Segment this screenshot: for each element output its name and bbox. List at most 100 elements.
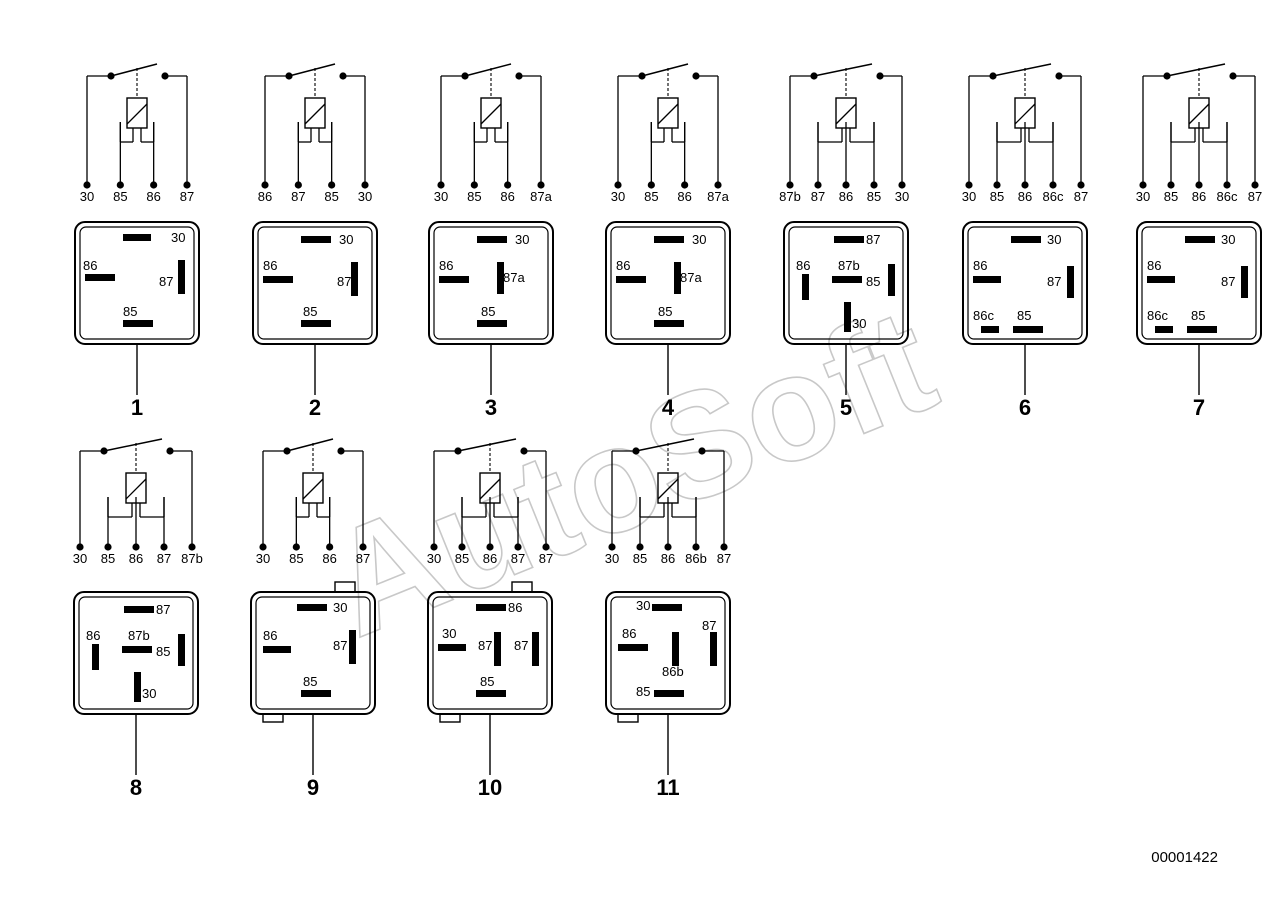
- socket-pin-label: 85: [636, 684, 650, 699]
- socket-pin-slot: [654, 320, 684, 327]
- relay-number-label: 7: [1193, 395, 1205, 420]
- schematic-pin-label: 30: [611, 189, 625, 204]
- socket-pin-slot: [654, 690, 684, 697]
- socket-pin-slot: [710, 632, 717, 666]
- schematic-pin-label: 85: [633, 551, 647, 566]
- schematic-pin-label: 87: [717, 551, 731, 566]
- socket-pin-slot: [301, 690, 331, 697]
- socket-pin-slot: [844, 302, 851, 332]
- wire: [479, 478, 501, 500]
- schematic-pin-label: 86: [322, 551, 336, 566]
- socket-pin-slot: [1013, 326, 1043, 333]
- wire: [457, 438, 517, 452]
- socket-inner-border: [79, 226, 195, 340]
- socket-pin-label: 30: [142, 686, 156, 701]
- schematic-pin-label: 85: [644, 189, 658, 204]
- relay-number-label: 6: [1019, 395, 1031, 420]
- socket-pin-slot: [1147, 276, 1175, 283]
- socket-pin-slot: [981, 326, 999, 333]
- terminal-dot: [542, 543, 550, 551]
- socket-pin-label: 86: [83, 258, 97, 273]
- coil-symbol: [304, 97, 326, 129]
- socket-pin-label: 85: [480, 674, 494, 689]
- reference-number: 00001422: [1151, 849, 1218, 866]
- wire: [813, 63, 873, 77]
- socket-pin-label: 87: [514, 638, 528, 653]
- socket-pin-label: 30: [339, 232, 353, 247]
- coil-symbol: [480, 97, 502, 129]
- wire: [286, 438, 334, 452]
- wire: [657, 478, 679, 500]
- schematic-pin-label: 30: [427, 551, 441, 566]
- schematic-pin-label: 87: [157, 551, 171, 566]
- schematic-pin-label: 87: [1248, 189, 1262, 204]
- wire: [126, 103, 148, 125]
- terminal-dot: [188, 543, 196, 551]
- socket-pin-slot: [85, 274, 115, 281]
- socket-pin-slot: [178, 634, 185, 666]
- terminal-dot: [160, 543, 168, 551]
- socket-pin-label: 87: [337, 274, 351, 289]
- socket-pin-label: 85: [658, 304, 672, 319]
- terminal-dot: [1251, 181, 1259, 189]
- socket-pin-slot: [497, 262, 504, 294]
- terminal-dot: [292, 543, 300, 551]
- schematic-pin-label: 87: [511, 551, 525, 566]
- wire: [657, 103, 679, 125]
- socket-pin-slot: [122, 646, 152, 653]
- schematic-pin-label: 85: [867, 189, 881, 204]
- socket-pin-slot: [672, 632, 679, 666]
- socket-pin-label: 86: [796, 258, 810, 273]
- socket-pin-slot: [477, 236, 507, 243]
- socket-inner-border: [788, 226, 904, 340]
- socket-pin-label: 86c: [1147, 308, 1168, 323]
- schematic-pin-label: 87: [356, 551, 370, 566]
- socket-pin-slot: [888, 264, 895, 296]
- socket-pin-label: 30: [852, 316, 866, 331]
- coil-symbol: [302, 472, 324, 504]
- socket-pin-slot: [178, 260, 185, 294]
- socket-pin-label: 85: [866, 274, 880, 289]
- socket-pin-label: 86: [1147, 258, 1161, 273]
- wire: [125, 478, 147, 500]
- terminal-dot: [1139, 181, 1147, 189]
- coil-symbol: [657, 472, 679, 504]
- schematic-pin-label: 86: [258, 189, 272, 204]
- socket-pin-label: 30: [442, 626, 456, 641]
- schematic-pin-label: 30: [358, 189, 372, 204]
- socket-pin-label: 85: [1017, 308, 1031, 323]
- socket-pin-slot: [616, 276, 646, 283]
- terminal-dot: [83, 181, 91, 189]
- terminal-dot: [104, 543, 112, 551]
- terminal-dot: [328, 181, 336, 189]
- wire: [480, 103, 502, 125]
- wire: [1014, 103, 1036, 125]
- terminal-dot: [965, 181, 973, 189]
- socket-pin-slot: [349, 630, 356, 664]
- schematic-pin-label: 85: [324, 189, 338, 204]
- wire: [1166, 63, 1226, 77]
- relay-number-label: 2: [309, 395, 321, 420]
- coil-symbol: [125, 472, 147, 504]
- terminal-dot: [359, 543, 367, 551]
- socket-pin-slot: [1185, 236, 1215, 243]
- relay-number-label: 8: [130, 775, 142, 800]
- relay-number-label: 3: [485, 395, 497, 420]
- terminal-dot: [1167, 181, 1175, 189]
